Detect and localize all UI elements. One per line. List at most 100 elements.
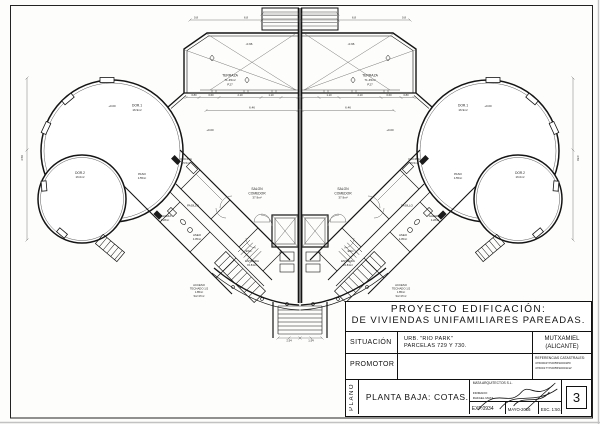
pasillo-right-name: PASILLO	[401, 204, 414, 208]
promotor-row: PROMOTOR REFERENCIAS CATASTRALES: 476000…	[346, 354, 591, 380]
dim-front-left-4: 1.10	[268, 93, 274, 97]
dim-top-left-1: 0.8	[194, 16, 198, 20]
galeria-left-area: 4.28m²	[161, 218, 169, 222]
dim-646-left: 6.46	[249, 106, 255, 110]
date-cell: MAYO-2016	[506, 402, 539, 414]
dim-front-left-2: 0.60	[208, 93, 214, 97]
plano-strip: PLANO	[346, 380, 359, 414]
paso-right-name: PASO	[454, 172, 463, 176]
esc-left: ESC.	[246, 249, 253, 253]
dim-front-right-1: 0.80	[403, 93, 409, 97]
dim-stair-right: 1.54	[308, 339, 314, 343]
level-salon-right: +0.00	[386, 128, 394, 132]
plano-label: PLANO	[348, 383, 355, 411]
sheet-number-area: 3	[562, 380, 591, 414]
dor2-left-name: DOR.2	[75, 171, 85, 175]
cocina-right-area: 15.5m²	[410, 161, 419, 165]
plano-right: MATA ARQUITECTOS S.L. FIRMADO: RAFAEL MA…	[469, 380, 591, 414]
exp-number: EXP.0934	[470, 402, 506, 414]
situacion-row: SITUACIÓN URB. "RIO PARK" PARCELAS 729 Y…	[346, 332, 591, 354]
firm-cell: MATA ARQUITECTOS S.L. FIRMADO: RAFAEL MA…	[470, 380, 561, 401]
dim-front-left-1: 0.80	[191, 93, 197, 97]
paso-left-area: 4.55m²	[138, 176, 146, 180]
aseo-left-name: ASEO	[193, 233, 202, 237]
acceso-left-1: ACCESO	[193, 283, 206, 287]
municipio-line1: MUTXAMIEL	[544, 336, 580, 342]
aseo-right-area: 4.05m²	[399, 237, 407, 241]
situacion-value: URB. "RIO PARK" PARCELAS 729 Y 730.	[398, 332, 533, 353]
signed-by: FIRMADO: RAFAEL MATA	[473, 391, 494, 400]
promotor-label: PROMOTOR	[346, 354, 398, 379]
entrada-right-name: ENTRADA	[341, 259, 355, 263]
promotor-value	[398, 354, 533, 379]
project-title-line2: DE VIVIENDAS UNIFAMILIARES PAREADAS.	[351, 315, 586, 326]
title-block: PROYECTO EDIFICACIÓN: DE VIVIENDAS UNIFA…	[345, 301, 592, 417]
terraza-right-p: P.27	[367, 83, 373, 87]
terraza-right-name: TERRAZA	[362, 74, 379, 78]
level-terrace-right: -0.96	[348, 42, 355, 46]
paso-right-area: 4.55m²	[454, 176, 462, 180]
project-title-line1: PROYECTO EDIFICACIÓN:	[390, 304, 547, 315]
dim-front-right-4: 1.10	[326, 93, 332, 97]
acceso-left-4: S/2.37m²	[194, 294, 205, 298]
acceso-right-4: S/2.37m²	[396, 294, 407, 298]
cocina-right-name: COCINA	[408, 157, 420, 161]
catastro-title: REFERENCIAS CATASTRALES:	[535, 356, 585, 360]
plan-right-half	[297, 7, 576, 341]
level-salon-left: +0.00	[206, 128, 214, 132]
dor1-right-area: 16.9m²	[458, 108, 467, 112]
sheet-frame	[10, 5, 593, 419]
plan-left-half	[24, 7, 303, 341]
galeria-left-name: GALERIA	[159, 214, 172, 218]
terraza-left-area: 71.45m²	[224, 78, 235, 82]
level-terrace-left: -0.96	[246, 42, 253, 46]
dim-top-left-2: 6.8	[244, 16, 248, 20]
entrada-left-area: 15.84m²	[247, 263, 257, 267]
catastro-ref2: 4760017YH2055S0001LW	[535, 365, 572, 370]
situacion-label: SITUACIÓN	[346, 332, 398, 353]
aseo-right-name: ASEO	[399, 233, 408, 237]
dor1-right-level: +0.00	[484, 104, 492, 108]
signed-line2: RAFAEL MATA	[472, 395, 494, 400]
pasillo-left-name: PASILLO	[187, 204, 200, 208]
signature-area: MATA ARQUITECTOS S.L. FIRMADO: RAFAEL MA…	[469, 380, 562, 414]
catastro-ref1: 4760004YH2055S0001PF	[535, 361, 572, 366]
plan-labels: TERRAZA71.45m²P.27TERRAZA71.45m²P.27-0.9…	[20, 16, 580, 343]
firm-name: MATA ARQUITECTOS S.L.	[472, 381, 513, 385]
dim-side-right: 4.50	[576, 155, 580, 161]
salon-right-1: SALON	[337, 187, 349, 191]
terraza-left-name: TERRAZA	[222, 74, 239, 78]
dor1-left-area: 16.9m²	[132, 108, 141, 112]
plano-row: PLANO PLANTA BAJA: COTAS. MATA ARQUITECT…	[346, 380, 591, 414]
acceso-left-3: 1.85m²	[195, 290, 203, 294]
sheet-number: 3	[566, 385, 587, 409]
terraza-right-area: 71.45m²	[364, 78, 375, 82]
acceso-left-2: TECHADO 1/2	[190, 287, 209, 291]
exp-strip: EXP.0934 MAYO-2016 ESC. 1:50.	[469, 401, 561, 414]
scale-cell: ESC. 1:50.	[540, 407, 561, 412]
dor1-right-name: DOR.1	[458, 104, 468, 108]
acceso-right-1: ACCESO	[395, 283, 408, 287]
dim-front-right-2: 0.60	[386, 93, 392, 97]
dim-stair-left: 1.54	[286, 339, 292, 343]
acceso-right-3: 1.85m²	[397, 290, 405, 294]
dim-side-left: 4.50	[20, 155, 24, 161]
salon-left-1: SALON	[251, 187, 263, 191]
dor2-right-area: 16.0m²	[516, 175, 525, 179]
terraza-left-p: P.27	[227, 83, 233, 87]
paso-left-name: PASO	[138, 172, 147, 176]
salon-left-2: COMEDOR	[248, 191, 266, 195]
catastro-cell: REFERENCIAS CATASTRALES: 4760004YH2055S0…	[533, 354, 591, 379]
dim-front-left-3: 2.10	[237, 93, 243, 97]
dim-top-right-2: 6.8	[352, 16, 356, 20]
municipio-line2: (ALICANTE)	[545, 343, 579, 350]
galeria-right-name: GALERIA	[429, 214, 442, 218]
project-title: PROYECTO EDIFICACIÓN: DE VIVIENDAS UNIFA…	[346, 302, 591, 332]
dor2-left-area: 16.0m²	[76, 175, 85, 179]
dim-front-right-3: 2.10	[357, 93, 363, 97]
entrada-right-area: 15.84m²	[343, 263, 353, 267]
salon-right-2: COMEDOR	[334, 191, 352, 195]
